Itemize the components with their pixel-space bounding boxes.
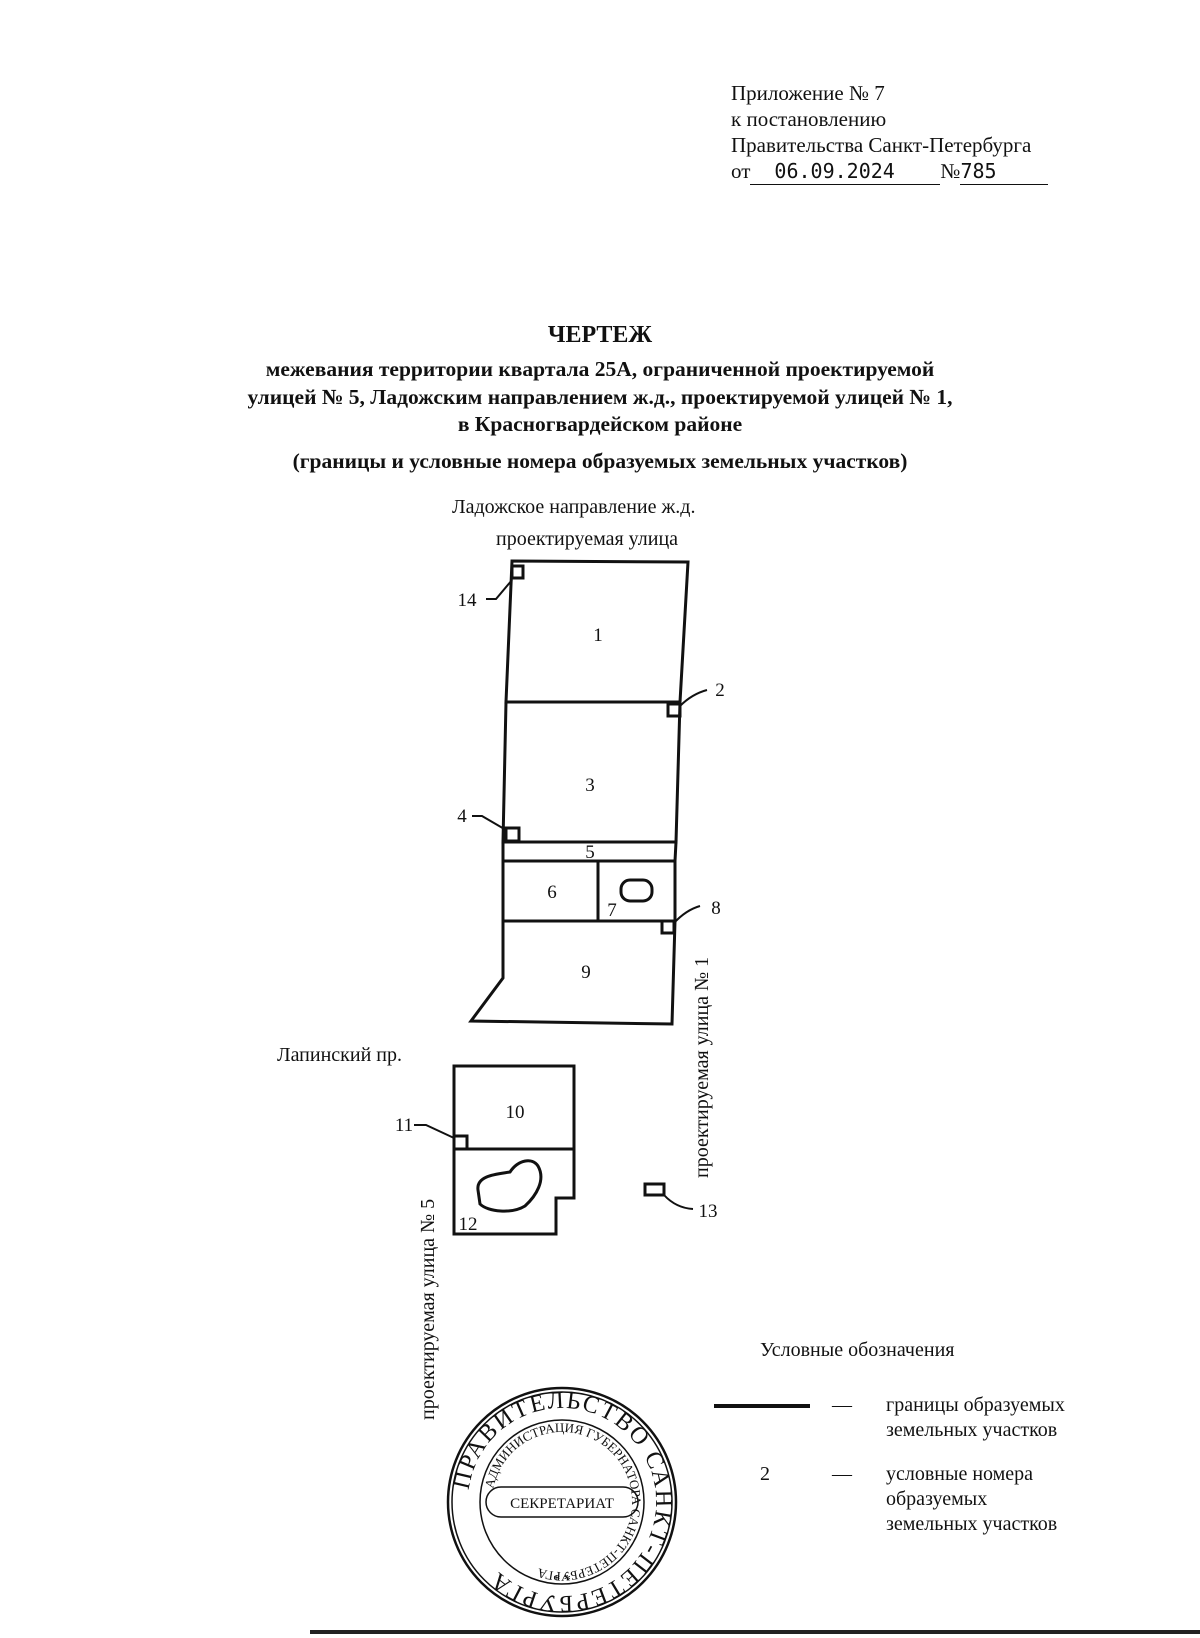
parcel-7-island [619,878,654,903]
parcel-label-7: 7 [607,900,617,921]
leader-2 [679,689,708,707]
leader-13 [663,1194,694,1210]
label-lapinsky: Лапинский пр. [277,1044,402,1066]
parcel-label-14: 14 [458,590,478,611]
parcel-label-2: 2 [715,680,725,701]
parcel-11-outline [452,1134,469,1151]
appendix-number: Приложение № 7 [731,81,885,105]
appendix-authority: Правительства Санкт-Петербурга [731,133,1032,157]
title-subtitle: (границы и условные номера образуемых зе… [292,449,908,473]
label-street-1: проектируемая улица № 1 [691,957,713,1178]
parcel-3-outline [501,700,682,844]
date-field: 06.09.2024 [750,158,941,185]
parcel-14-outline [510,564,525,580]
document-title: ЧЕРТЕЖ [547,322,653,348]
appendix-ref: к постановлению [731,107,887,131]
title-line-3: в Красногвардейском районе [457,412,743,436]
parcel-label-1: 1 [593,625,603,646]
parcel-12-outline [452,1147,576,1236]
legend-item1-line1: границы образуемых [886,1394,1065,1416]
leader-8 [673,905,701,924]
title-line-1: межевания территории квартала 25А, огран… [265,357,935,381]
legend-title: Условные обозначения [760,1339,955,1361]
leader-11 [414,1124,455,1139]
date-prefix: от [731,159,751,183]
scan-edge-line [310,1630,1200,1634]
parcel-13-outline [643,1182,666,1197]
legend-item2-line2: образуемых [886,1488,988,1510]
parcel-label-8: 8 [711,898,721,919]
legend-symbol-number: 2 [760,1463,770,1485]
parcel-4-outline [504,826,521,843]
number-field: 785 [960,158,1049,185]
stamp-center-text: СЕКРЕТАРИАТ [510,1496,614,1512]
parcel-12-island [476,1159,543,1213]
label-street-5: проектируемая улица № 5 [417,1199,439,1420]
label-street-top: проектируемая улица [496,528,679,550]
parcel-label-11: 11 [395,1115,413,1136]
parcel-label-6: 6 [547,882,557,903]
legend-item1-line2: земельных участков [886,1419,1058,1441]
number-prefix: № [940,159,961,183]
legend-dash-2: — [832,1463,852,1485]
parcel-label-5: 5 [585,842,595,863]
parcel-8-outline [660,919,676,935]
parcel-label-12: 12 [459,1214,478,1235]
parcel-label-3: 3 [585,775,595,796]
leader-14 [486,579,513,600]
stamp-stars: * * [553,1573,571,1588]
parcel-label-9: 9 [581,962,591,983]
label-railway: Ладожское направление ж.д. [452,496,696,518]
parcel-2-outline [666,702,682,718]
parcel-label-4: 4 [457,806,467,827]
legend-item2-line3: земельных участков [886,1513,1058,1535]
legend-item2-line1: условные номера [886,1463,1034,1485]
parcel-9-outline [468,919,677,1026]
legend-dash-1: — [832,1394,852,1416]
parcel-label-10: 10 [506,1102,525,1123]
title-line-2: улицей № 5, Ладожским направлением ж.д.,… [247,385,953,409]
leader-4 [472,815,507,831]
official-stamp: ПРАВИТЕЛЬСТВО САНКТ-ПЕТЕРБУРГА АДМИНИСТР… [446,1386,678,1618]
parcel-label-13: 13 [699,1201,718,1222]
